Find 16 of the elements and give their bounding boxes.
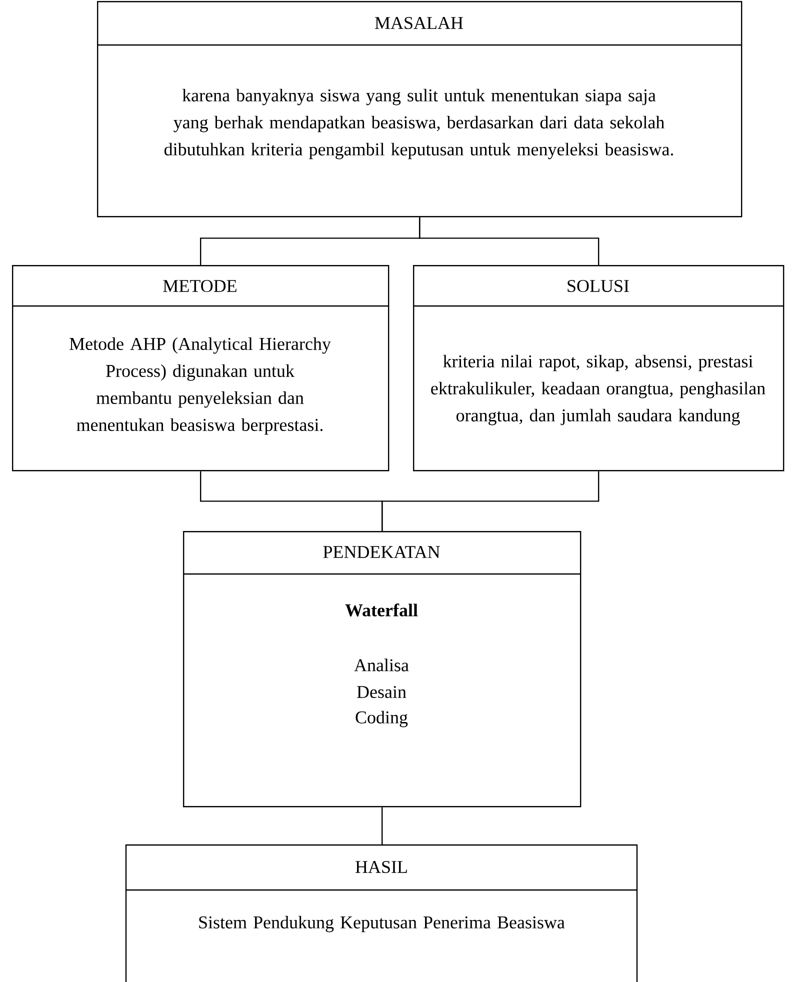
box-text: Sistem Pendukung Keputusan Penerima Beasiswa <box>199 916 565 932</box>
box-text: Coding <box>356 710 408 728</box>
connector-line <box>419 217 600 265</box>
box-heading: MASALAH <box>375 16 463 30</box>
box-heading: HASIL <box>356 860 407 874</box>
box-text: kriteria nilai rapot, sikap, absensi, prestasi ektrakulikuler, keadaan orangtua, penghasilan orangtua, dan jumlah saudara kandung <box>431 354 766 426</box>
box-text: Metode AHP (Analytical Hierarchy Process) digunakan untuk membantu penyeleksian dan menentukan beasiswa berprestasi. <box>70 337 331 435</box>
method-title: Waterfall <box>345 604 418 616</box>
box-heading: SOLUSI <box>568 280 629 292</box>
connector-line <box>382 807 383 845</box>
connector-line <box>382 471 600 531</box>
box-text: Desain <box>357 686 406 698</box>
box-heading: METODE <box>163 280 236 292</box>
box-text: karena banyaknya siswa yang sulit untuk menentukan siapa saja yang berhak mendapatkan beasiswa, berdasarkan dari data sekolah dibutuhkan kriteria pengambil keputusan untuk menyeleksi beasiswa. <box>164 88 674 160</box>
box-text: Analisa <box>354 658 409 672</box>
box-heading: PENDEKATAN <box>323 546 440 558</box>
